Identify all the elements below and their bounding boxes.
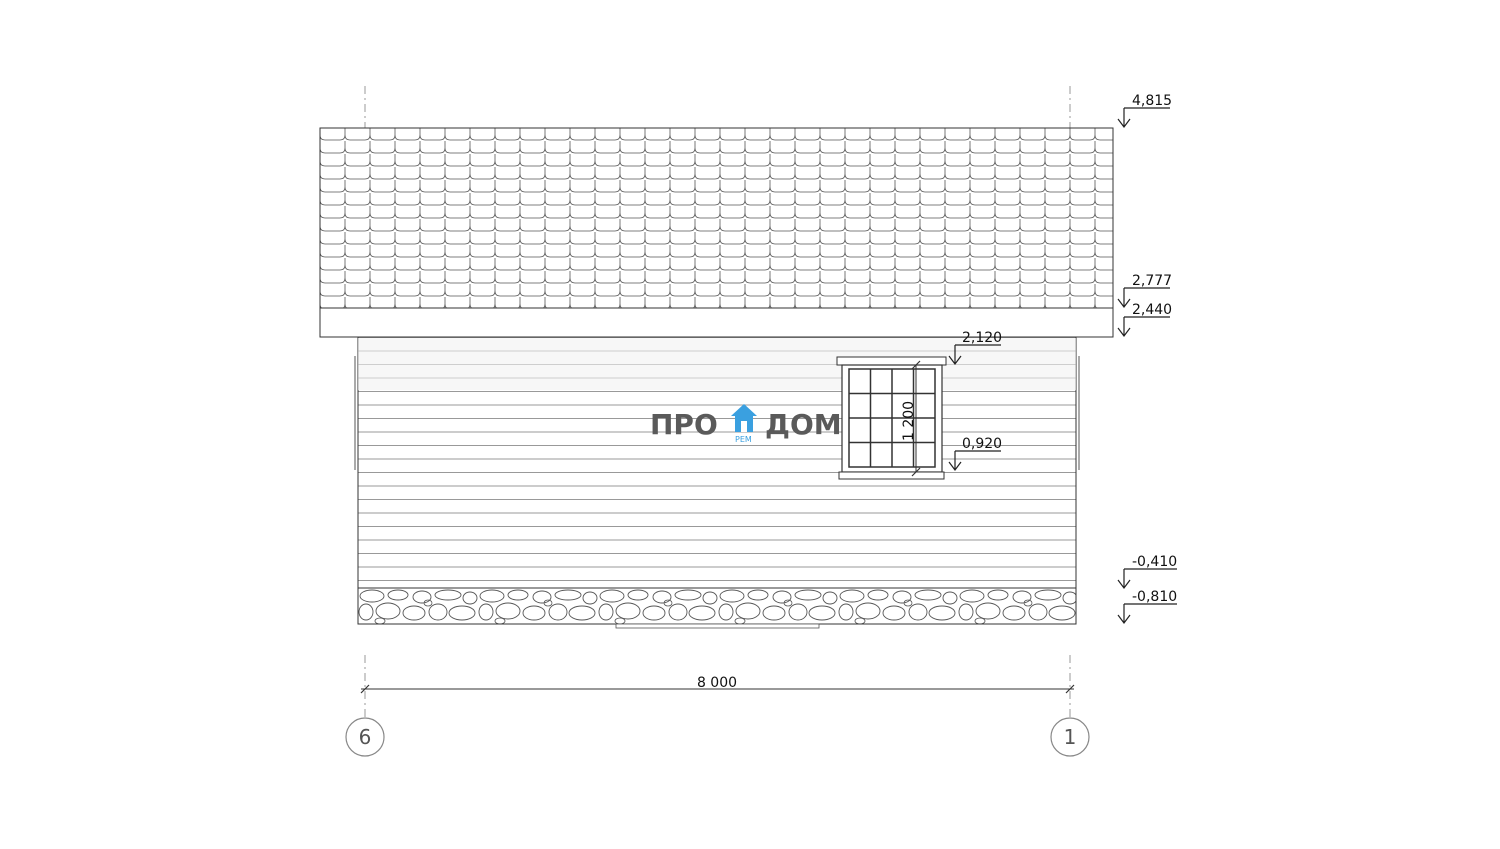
wall-shadow-band — [358, 338, 1076, 390]
elevation-label-window-top: 2,120 — [962, 330, 1002, 346]
window — [836, 356, 947, 480]
elevation-marker-window-bottom — [948, 450, 1001, 471]
overall-width-label: 8 000 — [697, 675, 737, 691]
elevation-label-roof-eave: 2,777 — [1132, 273, 1172, 289]
window-height-label: 1 200 — [901, 401, 917, 441]
elevation-label-wall-top: 2,440 — [1132, 302, 1172, 318]
elevation-marker-wall-top — [1117, 316, 1170, 337]
logo-subtext: РЕМ — [735, 435, 752, 444]
roof-fascia — [319, 307, 1114, 338]
elevation-label-plinth-top: -0,410 — [1132, 554, 1177, 570]
elevation-marker-plinth-top — [1117, 568, 1177, 589]
plinth — [357, 587, 1077, 629]
elevation-labels: 4,815 2,777 2,440 2,120 0,920 -0,410 -0,… — [962, 93, 1177, 605]
entry-step — [615, 623, 820, 629]
overall-width-dimension: 8 000 — [360, 675, 1075, 694]
axis-bubble-left: 6 — [345, 717, 385, 757]
axis-label-left: 6 — [359, 725, 372, 749]
window-sill — [838, 471, 945, 480]
axis-lines — [364, 86, 1071, 718]
elevation-label-roof-top: 4,815 — [1132, 93, 1172, 109]
plinth-stones — [357, 587, 1077, 625]
roof-shingles — [319, 127, 1114, 309]
logo-text-left: ПРО — [650, 408, 718, 441]
logo: ПРО РЕМ ДОМ — [650, 404, 842, 444]
elevation-marker-roof-eave — [1117, 287, 1170, 308]
elevation-marker-plinth-bottom — [1117, 603, 1177, 624]
wall — [354, 336, 1080, 589]
elevation-marker-roof-top — [1117, 107, 1170, 128]
window-head-trim — [836, 356, 947, 366]
window-muntins — [849, 369, 935, 467]
elevation-markers — [948, 107, 1177, 624]
logo-text-right: ДОМ — [765, 408, 842, 441]
axis-label-right: 1 — [1064, 725, 1077, 749]
elevation-marker-window-top — [948, 344, 1001, 365]
axis-bubble-right: 1 — [1050, 717, 1090, 757]
elevation-label-plinth-bottom: -0,810 — [1132, 589, 1177, 605]
roof — [319, 127, 1114, 338]
house-icon — [731, 404, 757, 432]
elevation-label-window-bottom: 0,920 — [962, 436, 1002, 452]
window-height-dimension: 1 200 — [901, 360, 921, 477]
